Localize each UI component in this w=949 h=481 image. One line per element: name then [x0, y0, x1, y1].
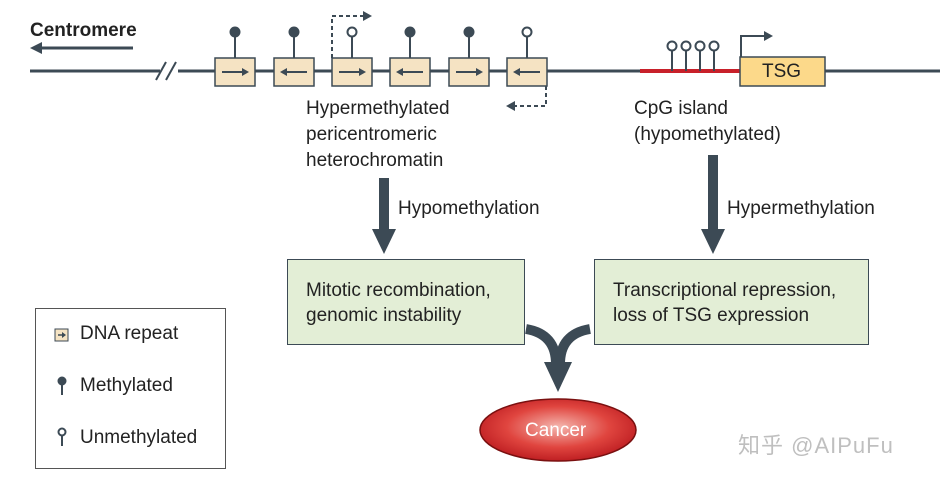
dna-repeat-6: [506, 57, 548, 87]
cpg-island-label: CpG island (hypomethylated): [634, 98, 781, 145]
transcription-arrow-reverse: [506, 86, 547, 111]
dna-repeats: [214, 57, 548, 87]
legend-methylated-icon: [57, 376, 67, 395]
converging-arrow: [524, 324, 592, 392]
outcome-box-left: Mitotic recombination, genomic instabili…: [287, 259, 525, 345]
legend-repeat-label: DNA repeat: [80, 323, 179, 344]
dna-repeat-4: [389, 57, 431, 87]
dna-repeat-2: [273, 57, 315, 87]
dna-repeat-5: [448, 57, 490, 87]
tsg-gene: [739, 31, 826, 87]
legend: DNA repeat Methylated Unmethylated: [35, 308, 226, 469]
outcome-box-right: Transcriptional repression, loss of TSG …: [594, 259, 869, 345]
break-mark: [155, 61, 177, 81]
centromere-arrow: [30, 42, 133, 54]
cancer-label: Cancer: [525, 420, 587, 441]
watermark: 知乎 @AIPuFu: [738, 433, 894, 458]
hypermethylation-label: Hypermethylation: [727, 198, 875, 219]
legend-methylated-label: Methylated: [80, 375, 173, 396]
centromere-label: Centromere: [30, 20, 137, 41]
repeat-methylation-marks: [229, 26, 533, 58]
legend-repeat-icon: [54, 328, 69, 342]
legend-unmethylated-label: Unmethylated: [80, 427, 198, 448]
hypermethylation-arrow: [701, 155, 725, 254]
legend-unmethylated-icon: [57, 427, 67, 446]
cancer-ellipse: [479, 398, 637, 462]
hypomethylation-label: Hypomethylation: [398, 198, 540, 219]
tsg-label: TSG: [762, 61, 802, 82]
dna-repeat-3: [331, 57, 373, 87]
hypomethylation-arrow: [372, 178, 396, 254]
cpg-unmethylated-marks: [666, 40, 720, 71]
transcription-arrow-forward: [331, 11, 372, 58]
pericentromeric-label: Hypermethylated pericentromeric heteroch…: [306, 98, 450, 171]
dna-repeat-1: [214, 57, 256, 87]
